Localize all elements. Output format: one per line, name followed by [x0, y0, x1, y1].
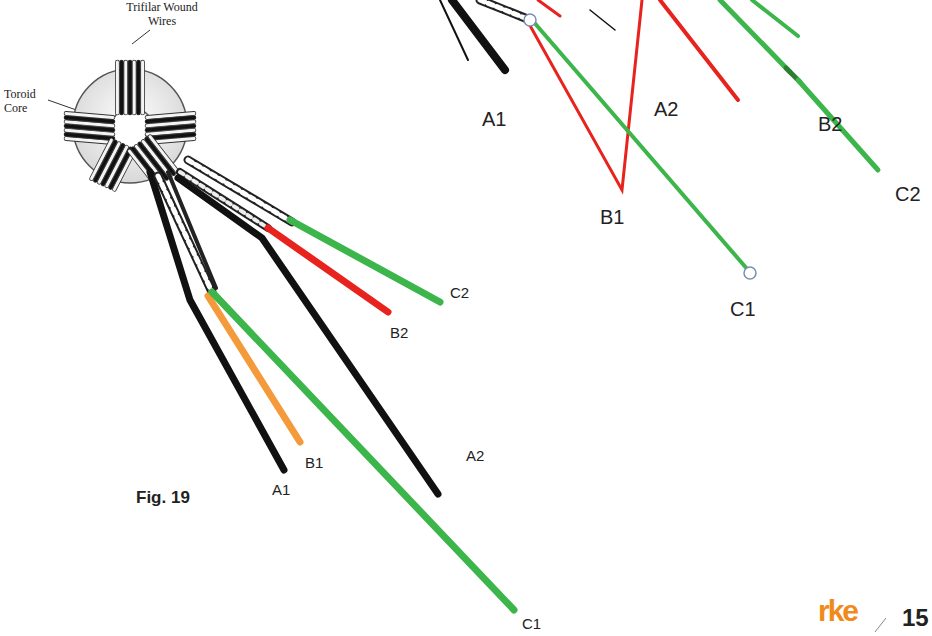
wire-label: B1 — [600, 206, 624, 229]
wire-label: B2 — [390, 324, 408, 341]
wire-leads — [150, 160, 514, 610]
wire-label: A1 — [482, 108, 506, 131]
wire-leads-detail — [440, 0, 878, 279]
wire-label: C2 — [450, 284, 469, 301]
wire-label: A2 — [466, 447, 484, 464]
leader-line — [132, 30, 150, 44]
callout-label: Trifilar Wound Wires — [112, 1, 212, 29]
wire-label: B2 — [818, 113, 842, 136]
wire-label: C1 — [522, 615, 541, 632]
winding-bundles — [66, 62, 194, 189]
figure-number: Fig. 19 — [136, 488, 190, 508]
wire-label: A2 — [654, 98, 678, 121]
wire-label: C1 — [730, 298, 756, 321]
page-number: 15 — [902, 604, 929, 632]
page-mark — [875, 618, 886, 632]
wire-label: C2 — [895, 183, 921, 206]
wire-label: B1 — [305, 454, 323, 471]
publisher-logo: rke — [818, 594, 857, 629]
callout-label: Toroid Core — [4, 88, 48, 116]
wire-label: A1 — [272, 481, 290, 498]
